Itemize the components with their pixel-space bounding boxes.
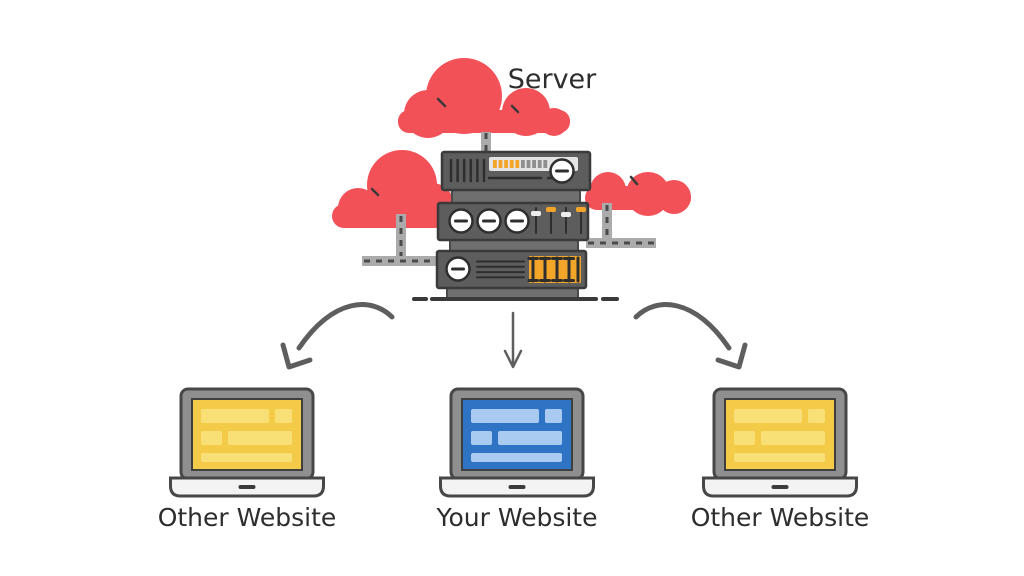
capacitor-bank <box>527 256 581 283</box>
server-rack-icon <box>412 150 619 301</box>
cloud-top-icon <box>398 58 570 138</box>
cloud-seam-tick <box>510 104 520 114</box>
label-your-website: Your Website <box>436 503 598 532</box>
arrow-center-icon <box>503 311 523 369</box>
cloud-seam-tick <box>370 187 380 197</box>
server-unit-top <box>440 150 592 192</box>
cloud-seam-tick <box>436 97 447 108</box>
server-unit-middle <box>436 201 590 242</box>
laptop-left-icon <box>169 387 325 498</box>
laptop-center-icon <box>439 387 595 498</box>
server-unit-bottom <box>435 249 588 290</box>
network-cable-right <box>586 203 656 248</box>
led-lights <box>493 160 548 168</box>
cloud-right-icon <box>585 172 691 216</box>
slider-controls <box>531 207 586 234</box>
label-other-website-right: Other Website <box>690 503 870 532</box>
server-label: Server <box>507 64 597 95</box>
arrow-left-icon <box>280 302 395 370</box>
network-cable-left <box>362 214 441 266</box>
laptop-right-icon <box>702 387 858 498</box>
arrow-right-icon <box>633 302 748 370</box>
label-other-website-left: Other Website <box>157 503 337 532</box>
cloud-seam-tick <box>629 175 639 186</box>
cloud-left-icon <box>332 150 454 228</box>
